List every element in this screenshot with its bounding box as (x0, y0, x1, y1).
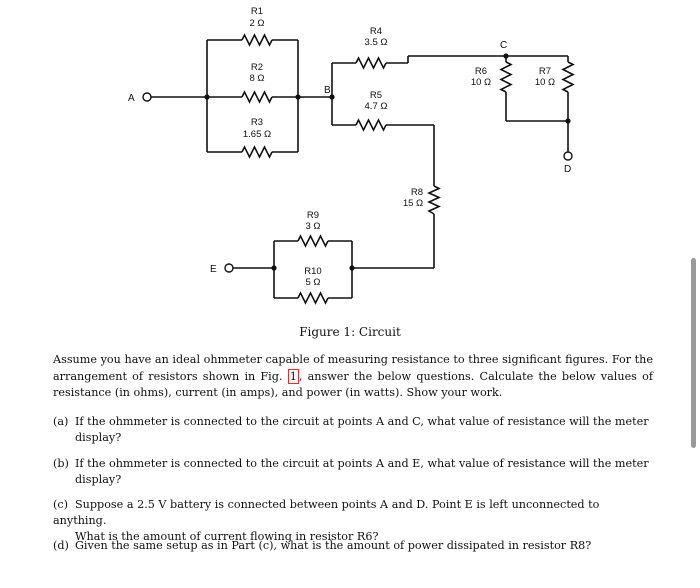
r1-value: 2 Ω (249, 18, 264, 29)
node-label-e: E (210, 264, 217, 275)
question-tag: (c) (53, 498, 68, 511)
terminal-a (142, 92, 152, 102)
r6-value: 10 Ω (471, 77, 491, 88)
r10-name: R10 (304, 266, 321, 277)
r1-symbol (241, 33, 273, 47)
r3-symbol (241, 145, 273, 159)
question-a: (a) If the ohmmeter is connected to the c… (53, 414, 653, 446)
question-text-cont: display? (75, 473, 122, 486)
r9-value: 3 Ω (305, 221, 320, 232)
r6-symbol (499, 61, 513, 93)
junction-dots (204, 53, 571, 271)
r2-name: R2 (251, 62, 263, 73)
question-tag: (b) (53, 457, 69, 470)
figure-reference-link[interactable]: 1 (287, 368, 299, 384)
question-text-cont: What is the amount of current flowing in… (75, 530, 379, 543)
r5-value: 4.7 Ω (365, 101, 388, 112)
r4-value: 3.5 Ω (365, 37, 388, 48)
node-label-d: D (564, 164, 571, 175)
r4-symbol (355, 56, 387, 70)
node-label-c: C (500, 40, 507, 51)
r5-name: R5 (370, 90, 382, 101)
terminal-e (224, 263, 234, 273)
question-text: If the ohmmeter is connected to the circ… (75, 457, 649, 470)
r7-value: 10 Ω (535, 77, 555, 88)
figure-caption: Figure 1: Circuit (299, 325, 401, 339)
question-text: Suppose a 2.5 V battery is connected bet… (53, 498, 600, 527)
r1-name: R1 (251, 6, 263, 17)
r7-symbol (561, 61, 575, 93)
node-label-a: A (128, 93, 135, 104)
r3-name: R3 (251, 117, 263, 128)
r10-value: 5 Ω (305, 277, 320, 288)
r8-symbol (427, 185, 441, 215)
r8-value: 15 Ω (403, 198, 423, 209)
r10-symbol (297, 291, 329, 305)
question-c: (c)Suppose a 2.5 V battery is connected … (53, 497, 653, 545)
question-text: If the ohmmeter is connected to the circ… (75, 415, 649, 428)
question-tag: (d) (53, 539, 69, 552)
r2-value: 8 Ω (249, 73, 264, 84)
r5-symbol (355, 118, 387, 132)
node-label-b: B (324, 85, 331, 96)
scrollbar[interactable] (691, 258, 696, 448)
circuit-diagram: A B C D E R1 2 Ω R2 8 Ω R3 1.65 Ω R4 3.5… (128, 6, 575, 305)
terminal-d (563, 151, 573, 161)
circuit-wires (151, 39, 569, 299)
r7-name: R7 (539, 66, 551, 77)
r2-symbol (241, 90, 273, 104)
intro-paragraph: Assume you have an ideal ohmmeter capabl… (53, 352, 653, 402)
r4-name: R4 (370, 26, 382, 37)
r9-symbol (297, 234, 329, 248)
r9-name: R9 (307, 210, 319, 221)
question-d: (d) Given the same setup as in Part (c), … (53, 538, 653, 554)
r8-name: R8 (411, 187, 423, 198)
r6-name: R6 (475, 66, 487, 77)
intro-text-end: , answer the below questions. Calculate … (53, 369, 654, 400)
question-text: Given the same setup as in Part (c), wha… (75, 539, 592, 552)
question-text-cont: display? (75, 431, 122, 444)
question-b: (b) If the ohmmeter is connected to the c… (53, 456, 653, 488)
question-tag: (a) (53, 415, 69, 428)
intro-text-start: Assume you have an ideal ohmmeter capabl… (53, 353, 653, 383)
r3-value: 1.65 Ω (243, 129, 271, 140)
